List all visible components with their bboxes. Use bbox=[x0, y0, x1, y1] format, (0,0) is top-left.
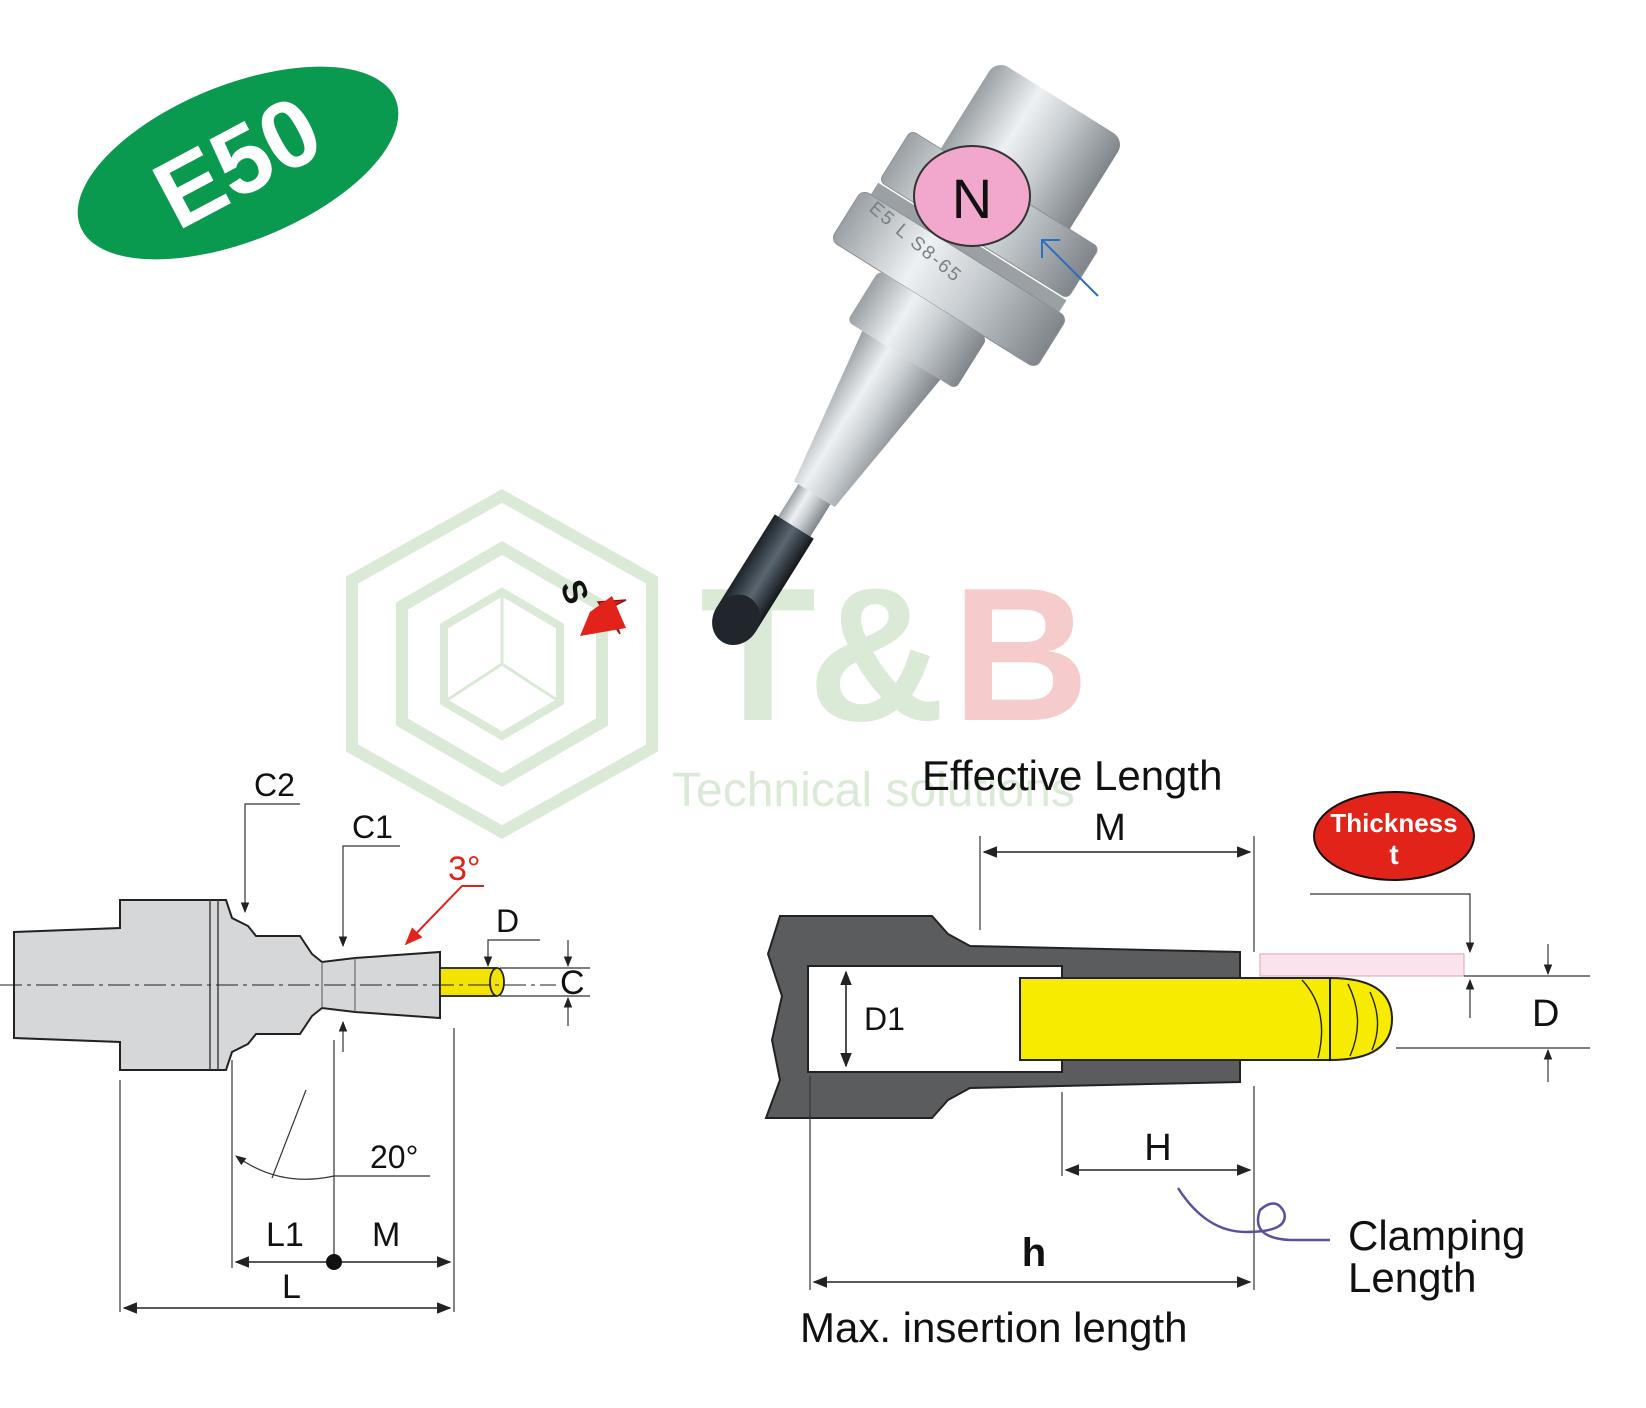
angle20-ray bbox=[271, 1089, 307, 1179]
holder-nose-taper bbox=[794, 330, 941, 508]
cutter-ball-nose bbox=[712, 594, 760, 646]
clamping-length-curve bbox=[1176, 1187, 1330, 1242]
angle3-leader bbox=[404, 885, 484, 946]
thickness-leader bbox=[1310, 893, 1475, 954]
thickness-badge-ellipse bbox=[1313, 791, 1475, 881]
tool-holder-photo: E5 L S8-65 N S bbox=[552, 64, 1120, 646]
right-tool-flute-b bbox=[1347, 983, 1359, 1057]
watermark-brand-b: B bbox=[952, 549, 1089, 761]
n-marker-ellipse bbox=[913, 145, 1031, 247]
watermark-hex-spokes bbox=[443, 592, 561, 704]
e50-badge-ellipse bbox=[77, 66, 399, 260]
d-leader bbox=[483, 939, 540, 968]
c1-label: C1 bbox=[352, 809, 393, 845]
angle20-label: 20° bbox=[370, 1139, 418, 1175]
right-drawing: Effective Length M D1 Thickness t D H Cl… bbox=[764, 752, 1590, 1351]
gauge-point bbox=[326, 1254, 342, 1270]
watermark-tagline: Technical solutions bbox=[672, 764, 1075, 817]
l-label: L bbox=[282, 1268, 301, 1306]
right-tool-flute-a bbox=[1301, 979, 1323, 1059]
thickness-label: Thickness bbox=[1330, 808, 1457, 838]
watermark: T & B Technical solutions bbox=[346, 489, 1089, 839]
angle20-arc bbox=[235, 1155, 335, 1180]
pointer-arrow-head bbox=[1041, 239, 1060, 258]
angle3-label: 3° bbox=[448, 850, 481, 888]
e50-badge: E50 bbox=[77, 66, 399, 260]
c2-label: C2 bbox=[254, 767, 295, 803]
right-tool-ball-end bbox=[1329, 976, 1394, 1062]
thickness-band bbox=[1259, 953, 1465, 977]
thickness-symbol: t bbox=[1389, 839, 1398, 870]
watermark-hex-outer bbox=[346, 489, 658, 839]
h-upper-label: H bbox=[1144, 1127, 1171, 1169]
n-marker-label: N bbox=[952, 167, 992, 230]
holder-neck bbox=[849, 272, 986, 387]
clamping-length-label-line2: Length bbox=[1348, 1254, 1476, 1301]
watermark-hexagon-logo bbox=[346, 489, 658, 839]
d-label-left: D bbox=[496, 903, 519, 939]
d-label-right: D bbox=[1532, 993, 1559, 1035]
watermark-brand-amp: & bbox=[808, 549, 945, 761]
pointer-arrow-icon bbox=[1041, 239, 1099, 297]
m-label-right: M bbox=[1094, 807, 1126, 849]
l1-label: L1 bbox=[266, 1216, 304, 1254]
clamping-length-label-line1: Clamping bbox=[1348, 1212, 1525, 1259]
left-drawing: C2 C1 3° D C 20° L1 M L bbox=[0, 767, 590, 1314]
n-marker: N bbox=[913, 145, 1031, 247]
left-tool-end bbox=[489, 967, 505, 997]
h-lower-label: h bbox=[1022, 1231, 1046, 1275]
thickness-badge: Thickness t bbox=[1313, 791, 1475, 881]
c1-leader bbox=[338, 845, 400, 948]
c-label: C bbox=[560, 964, 585, 1002]
right-tool-shank bbox=[1019, 977, 1331, 1061]
max-insertion-label: Max. insertion length bbox=[800, 1304, 1188, 1351]
watermark-hex-inner bbox=[440, 587, 564, 741]
right-tool-flute-c bbox=[1369, 991, 1379, 1051]
c2-leader bbox=[240, 803, 300, 914]
left-tool-shank bbox=[439, 967, 497, 997]
s-arrow-body bbox=[580, 596, 626, 636]
d1-label: D1 bbox=[864, 1001, 905, 1037]
m-label-left: M bbox=[372, 1216, 400, 1254]
effective-length-label: Effective Length bbox=[922, 752, 1222, 799]
